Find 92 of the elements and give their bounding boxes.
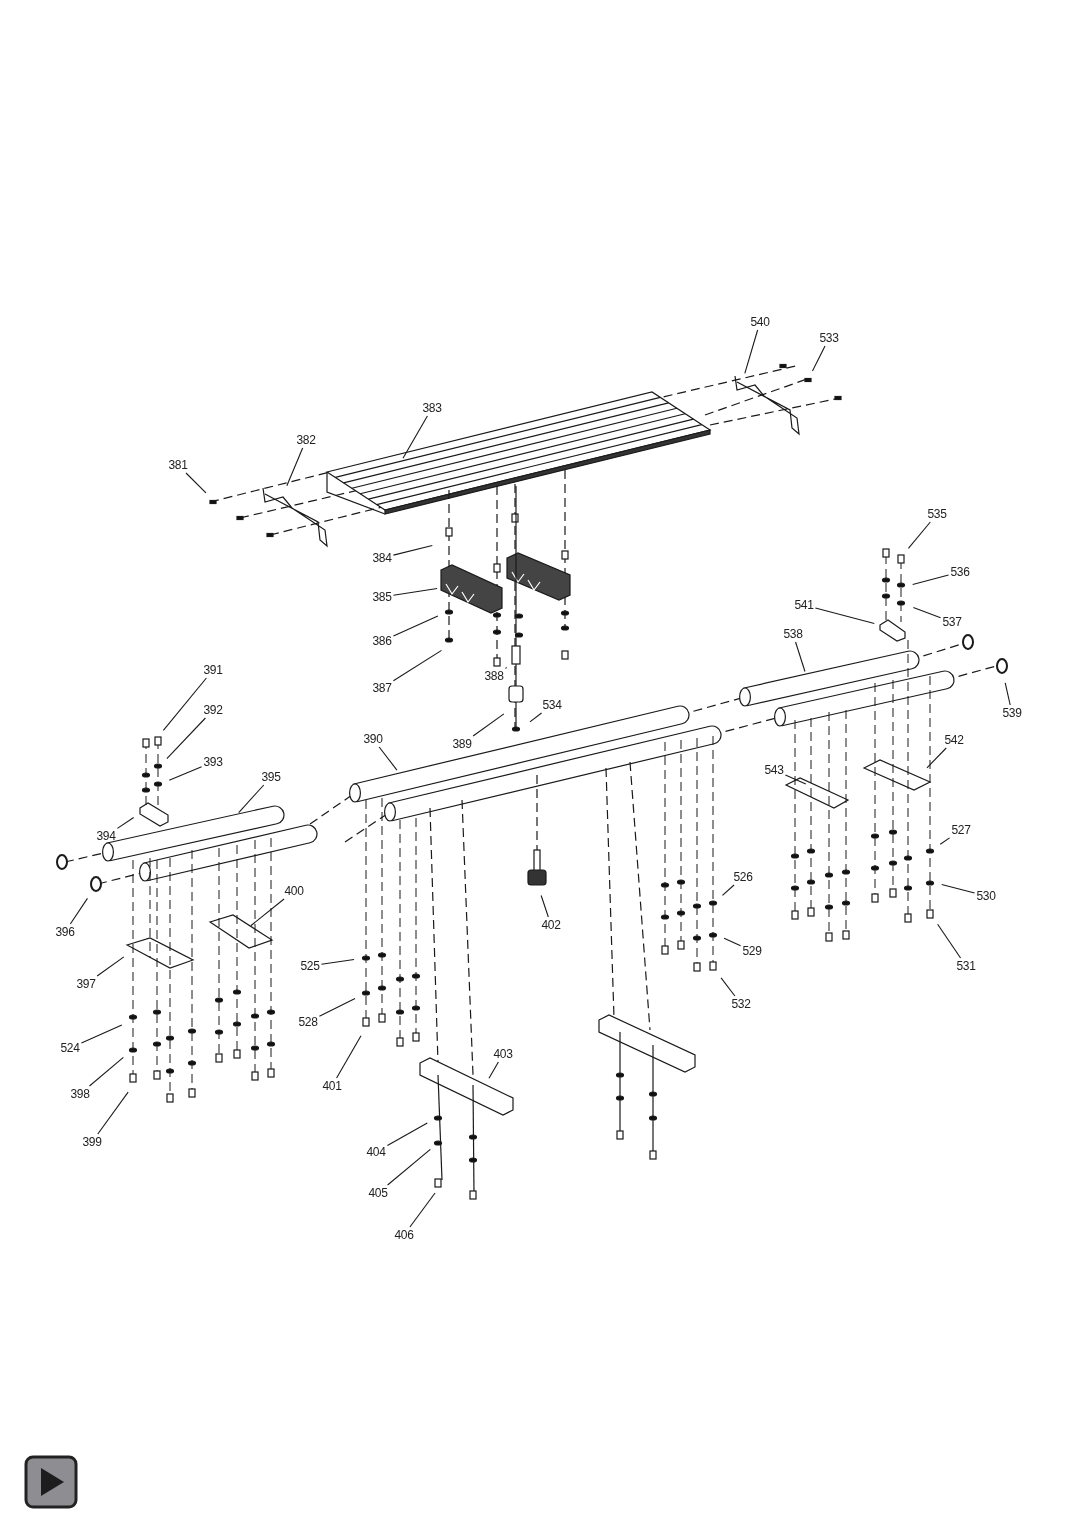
callout-number: 541 [794, 598, 814, 612]
leader-line [814, 607, 875, 624]
callout-number: 401 [322, 1079, 342, 1093]
callout-number: 383 [422, 401, 442, 415]
callout-number: 532 [731, 997, 751, 1011]
leader-line [409, 1192, 436, 1228]
callout-number: 527 [951, 823, 971, 837]
callout-number: 537 [942, 615, 962, 629]
leader-line [250, 898, 285, 927]
leader-line [166, 717, 206, 760]
callout-number: 381 [168, 458, 188, 472]
leader-line [386, 1122, 428, 1147]
leader-line [238, 784, 265, 814]
callout-number: 530 [976, 889, 996, 903]
callout-number: 393 [203, 755, 223, 769]
callout-number: 543 [764, 763, 784, 777]
callout-number: 394 [96, 829, 116, 843]
callout-number: 391 [203, 663, 223, 677]
callout-number: 400 [284, 884, 304, 898]
callout-number: 529 [742, 944, 762, 958]
leader-line [504, 667, 508, 669]
callout-number: 385 [372, 590, 392, 604]
leader-line [811, 345, 826, 372]
leader-line [723, 937, 742, 947]
leader-line [720, 977, 736, 997]
leader-line [529, 712, 543, 723]
callout-number: 396 [55, 925, 75, 939]
leader-line [69, 897, 88, 925]
callout-number: 387 [372, 681, 392, 695]
leader-line [378, 746, 398, 771]
callout-number: 406 [394, 1228, 414, 1242]
callout-number: 404 [366, 1145, 386, 1159]
callout-number: 388 [484, 669, 504, 683]
callout-number: 384 [372, 551, 392, 565]
leader-line [540, 894, 549, 918]
callout-number: 397 [76, 977, 96, 991]
leader-line [392, 649, 443, 682]
leader-line [168, 766, 203, 781]
leader-line [941, 883, 976, 894]
callout-number: 398 [70, 1087, 90, 1101]
leader-line [795, 641, 806, 672]
leader-line [907, 521, 931, 549]
leader-line [1004, 682, 1011, 706]
leader-line [97, 1091, 129, 1135]
leader-line [392, 544, 433, 556]
callout-number: 403 [493, 1047, 513, 1061]
callout-number: 526 [733, 870, 753, 884]
callout-number: 528 [298, 1015, 318, 1029]
callout-number: 392 [203, 703, 223, 717]
callout-number: 395 [261, 770, 281, 784]
leader-line [80, 1024, 123, 1044]
callout-number: 536 [950, 565, 970, 579]
callout-number: 399 [82, 1135, 102, 1149]
leader-line [318, 997, 356, 1017]
leader-line [185, 472, 207, 494]
leader-line [116, 817, 135, 829]
callout-number: 390 [363, 732, 383, 746]
leader-line [912, 574, 950, 585]
leader-line [286, 447, 304, 487]
leader-line [912, 606, 942, 619]
callout-number: 540 [750, 315, 770, 329]
leader-line [387, 1148, 431, 1186]
leader-line [392, 615, 439, 637]
leader-line [392, 587, 438, 596]
callout-number: 533 [819, 331, 839, 345]
leader-line [402, 415, 428, 459]
callout-number: 538 [783, 627, 803, 641]
callout-number: 405 [368, 1186, 388, 1200]
callout-number: 389 [452, 737, 472, 751]
leader-line [162, 677, 207, 731]
callout-number: 386 [372, 634, 392, 648]
callout-number: 531 [956, 959, 976, 973]
callout-number: 534 [542, 698, 562, 712]
leader-line [88, 1056, 124, 1087]
callout-number: 402 [541, 918, 561, 932]
leader-line [939, 837, 951, 845]
callout-number: 382 [296, 433, 316, 447]
leader-line [784, 774, 807, 785]
leader-line [472, 713, 505, 737]
leader-line [336, 1035, 362, 1079]
leader-line [744, 329, 759, 374]
callout-number: 525 [300, 959, 320, 973]
leader-line [937, 923, 962, 959]
callout-number: 539 [1002, 706, 1022, 720]
leader-line [721, 884, 735, 896]
callout-number: 524 [60, 1041, 80, 1055]
callout-number: 542 [944, 733, 964, 747]
callout-number: 535 [927, 507, 947, 521]
leader-line [96, 956, 125, 977]
leader-line [488, 1061, 499, 1079]
leader-line [320, 958, 355, 965]
leader-line [926, 747, 947, 769]
